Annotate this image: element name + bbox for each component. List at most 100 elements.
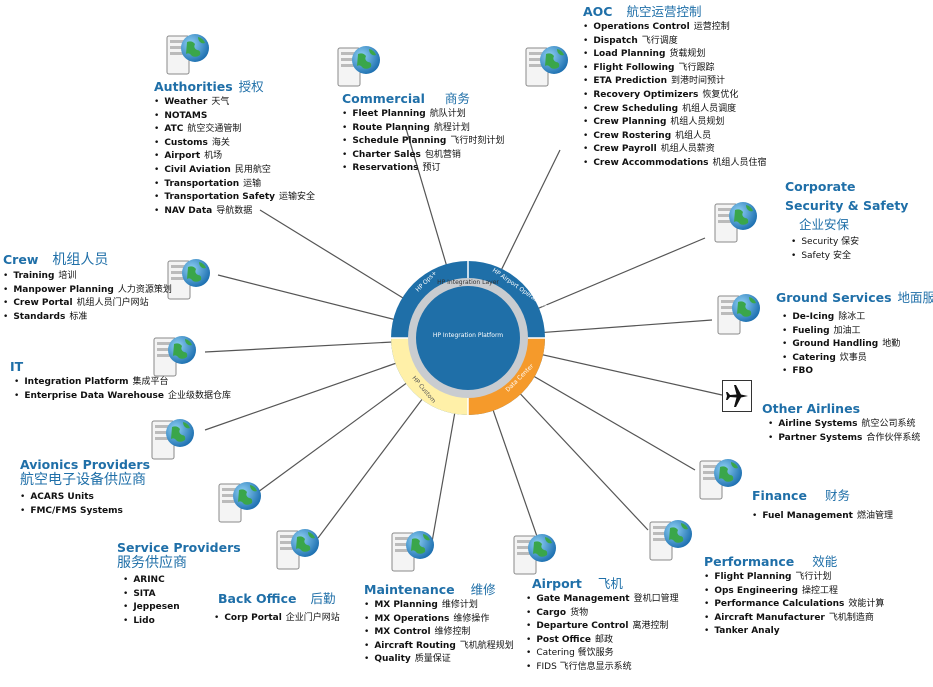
item-label-zh: 加油工: [833, 325, 861, 336]
item-label-zh: 到港时间预计: [670, 76, 725, 87]
item-label-zh: 飞机制造商: [828, 612, 874, 623]
item-label-zh: 机组人员薪资: [660, 144, 715, 155]
server-globe-icon: [275, 525, 321, 573]
item-label-zh: 天气: [211, 97, 230, 107]
list-item: Safety 安全: [791, 250, 915, 264]
integration-hub: HP Integration Platform HP Integration L…: [391, 261, 564, 415]
item-label-en: Lido: [133, 615, 155, 626]
item-label-en: Partner Systems: [778, 432, 863, 443]
item-label-en: Crew Scheduling: [593, 103, 679, 114]
item-label-en: Enterprise Data Warehouse: [24, 390, 165, 401]
item-label-zh: 除冰工: [838, 312, 866, 322]
item-label-en: NOTAMS: [164, 110, 208, 121]
item-list: De-Icing除冰工Fueling加油工Ground Handling地勤Ca…: [782, 311, 933, 379]
list-item: FBO: [782, 365, 933, 379]
item-label-zh: 离港控制: [632, 621, 669, 632]
item-label-zh: 航空交通管制: [187, 124, 242, 135]
group-title: Ground Services地面服务: [776, 290, 933, 305]
item-label-en: Fueling: [792, 325, 830, 336]
list-item: Security 保安: [791, 236, 915, 250]
server-globe-icon: [166, 255, 212, 303]
list-item: SITA: [123, 588, 241, 602]
item-label-en: FMC/FMS Systems: [30, 505, 123, 516]
item-label-en: MX Control: [374, 627, 431, 638]
item-label-en: ACARS Units: [30, 492, 94, 502]
server-globe-icon: [165, 30, 211, 78]
item-label-en: MX Planning: [374, 600, 438, 610]
list-item: FMC/FMS Systems: [20, 505, 150, 519]
group-title: Service Providers: [117, 540, 241, 555]
hub-core: [416, 286, 520, 390]
item-label-en: MX Operations: [374, 613, 450, 624]
item-label-en: Tanker Analy: [714, 626, 780, 637]
group-security: Corporate Security & Safety企业安保 Security…: [785, 177, 915, 263]
list-item: NOTAMS: [154, 110, 315, 124]
item-label-en: Operations Control: [593, 22, 690, 32]
item-label-zh: 运营控制: [693, 22, 730, 32]
item-label-zh: Catering 餐饮服务: [536, 648, 614, 659]
item-label-en: Crew Portal: [13, 298, 73, 309]
item-label-en: Flight Planning: [714, 572, 792, 582]
group-it: IT Integration Platform集成平台Enterprise Da…: [10, 359, 231, 403]
item-label-en: Schedule Planning: [352, 136, 447, 147]
item-label-zh: 海关: [211, 137, 230, 148]
item-list: Operations Control运营控制Dispatch飞行调度Load P…: [583, 21, 767, 171]
group-service-providers: Service Providers 服务供应商 ARINCSITAJeppese…: [117, 540, 241, 628]
item-label-en: Flight Following: [593, 62, 675, 73]
item-label-en: ARINC: [133, 575, 165, 585]
group-ground: Ground Services地面服务 De-Icing除冰工Fueling加油…: [776, 290, 933, 379]
item-label-en: Gate Management: [536, 594, 630, 604]
server-globe-icon: [698, 455, 744, 503]
item-label-en: Integration Platform: [24, 377, 129, 387]
item-label-en: Airline Systems: [778, 419, 858, 429]
item-label-zh: 地勤: [882, 339, 901, 350]
group-title: Avionics Providers: [20, 457, 151, 472]
server-globe-icon: [217, 478, 263, 526]
item-label-zh: 登机口管理: [633, 594, 679, 604]
item-label-en: Crew Rostering: [593, 130, 672, 141]
item-label-en: SITA: [133, 588, 156, 599]
item-label-zh: 飞行调度: [641, 35, 678, 46]
item-label-zh: 航队计划: [429, 109, 466, 119]
item-label-zh: 企业门户网站: [285, 613, 340, 623]
list-item: Tanker Analy: [704, 625, 884, 639]
item-label-zh: 机组人员: [675, 130, 712, 141]
server-globe-icon: [524, 42, 570, 90]
item-label-en: Standards: [13, 311, 66, 322]
group-title: IT: [10, 359, 24, 374]
list-item: FIDS 飞行信息显示系统: [526, 661, 679, 675]
item-list: Integration Platform集成平台Enterprise Data …: [14, 376, 231, 403]
item-label-en: Quality: [374, 654, 411, 665]
item-label-zh: 燃油管理: [857, 511, 894, 521]
item-label-zh: 货载规划: [669, 49, 706, 60]
item-list: ARINCSITAJeppesenLido: [123, 574, 241, 628]
